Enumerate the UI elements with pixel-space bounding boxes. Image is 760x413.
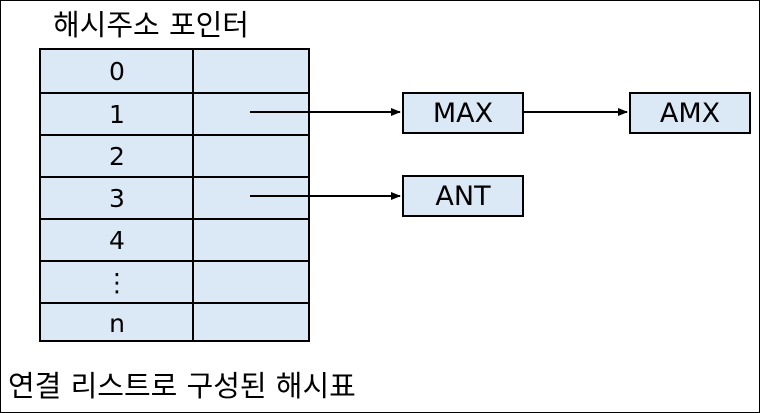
hash-address-ellipsis: ⋮: [104, 267, 130, 297]
list-node-amx-label: AMX: [659, 97, 721, 129]
hash-row-n: n: [41, 302, 308, 342]
hash-row-2: 2: [41, 134, 308, 176]
hash-row-ellipsis: ⋮: [41, 260, 308, 302]
hash-address-n: n: [109, 308, 125, 338]
diagram-caption: 연결 리스트로 구성된 해시표: [8, 369, 356, 403]
hash-address-3: 3: [109, 183, 125, 213]
list-node-ant-label: ANT: [435, 180, 491, 212]
list-node-max-label: MAX: [432, 97, 494, 129]
list-node-max: MAX: [402, 92, 524, 134]
column-divider: [192, 50, 194, 340]
hash-address-1: 1: [109, 99, 125, 129]
hash-row-1: 1: [41, 92, 308, 134]
hash-row-4: 4: [41, 218, 308, 260]
hash-address-4: 4: [109, 225, 125, 255]
hash-address-0: 0: [109, 56, 125, 86]
hash-address-2: 2: [109, 141, 125, 171]
table-header-label: 해시주소 포인터: [53, 8, 249, 42]
list-node-amx: AMX: [629, 92, 751, 134]
hash-row-0: 0: [41, 50, 308, 92]
hash-row-3: 3: [41, 176, 308, 218]
list-node-ant: ANT: [402, 175, 524, 217]
